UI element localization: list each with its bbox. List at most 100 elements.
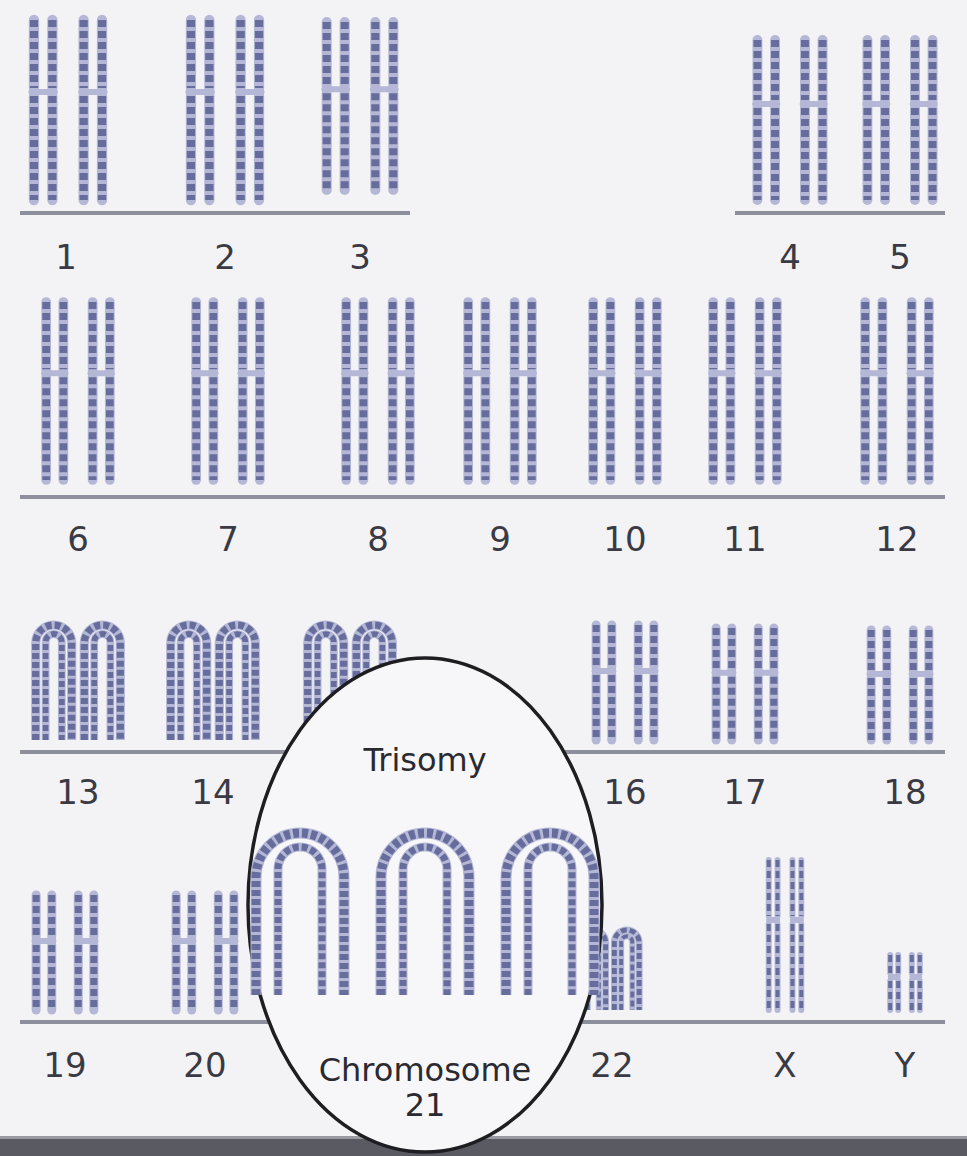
chromosome-number: 18 [883,775,926,809]
chromatid-bands [614,930,639,1010]
chromatid-base [789,924,795,1010]
chromatid-bands [239,302,247,369]
chromatid-bands [381,833,469,995]
centromere [752,101,780,107]
chromatid-base [254,96,264,200]
chromatid-base [867,678,876,740]
chromatid-bands [755,677,762,740]
chromatid-bands [342,377,350,480]
chromatid-bands [94,634,110,740]
chromatid-base [621,936,632,1010]
chromatid-bands [925,630,932,670]
chromatid-base [755,377,765,480]
chromatid-bands [910,630,917,670]
chromatid-bands [403,847,447,995]
chromatid-bands [910,678,917,740]
chromosome-number: 12 [875,522,918,556]
chromatid-bands [709,377,717,480]
chromosome-number: 17 [723,775,766,809]
chromatid-base [862,108,872,200]
chromatid-base [322,93,332,190]
chromatid-bands [464,302,472,369]
chromatid-bands [767,924,771,1010]
chromatid-bands [713,628,720,669]
chromatid-bands [608,675,615,740]
chromatid-base [909,678,918,740]
chromatid-base [754,628,763,669]
chromosome-number: 3 [349,240,371,274]
chromatid-base [818,108,828,200]
chromatid-bands [863,40,871,100]
chromatid-base [766,860,772,916]
chromatid-base [32,895,41,937]
chromatid-base [755,302,765,369]
chromatid-base [727,628,736,669]
chromatid-base [775,860,781,916]
chromatid-bands [255,20,263,88]
chromatid-base [322,22,332,85]
centromere [909,974,922,980]
chromatid-bands [896,981,900,1010]
chromatid-bands [506,833,594,995]
chromatid-bands [60,302,68,369]
chromatid-base [74,895,83,937]
chromosome-number: 10 [603,522,646,556]
chromatid-base [97,96,107,200]
chromatid-base [606,302,616,369]
chromatid-base [726,302,736,369]
chromatid-base [634,675,643,740]
chromatid-bands [42,377,50,480]
chromatid-bands [255,96,263,200]
chromatid-base [907,377,917,480]
chromatid-bands [799,860,803,916]
chromatid-base [341,377,351,480]
chromatid-base [46,634,62,740]
chromatid-base [917,955,923,973]
chromatid-bands [650,675,657,740]
chromatid-base [607,625,616,667]
chromatid-bands [48,895,55,937]
chromatid-base [481,377,491,480]
chromatid-base [878,377,888,480]
chromatid-base [895,981,901,1010]
chromatid-base [649,625,658,667]
chromatid-bands [863,108,871,200]
chromosome-number: 8 [367,522,389,556]
chromatid-base [255,302,265,369]
chromatid-bands [210,302,218,369]
chromatid-base [41,302,51,369]
chromosome-number: 5 [889,240,911,274]
chromatid-bands [925,377,933,480]
chromatid-bands [589,377,597,480]
chromatid-bands [236,96,244,200]
chromatid-base [32,945,41,1010]
chromatid-base [708,302,718,369]
chromatid-base [910,108,920,200]
chromatid-base [403,847,447,995]
chromatid-bands [323,93,331,190]
centromere [591,668,616,674]
chromatid-bands [84,625,120,740]
chromatid-bands [75,945,82,1010]
chromatid-base [775,924,781,1010]
chromatid-base [214,895,223,937]
chromatid-bands [911,108,919,200]
chromatid-bands [192,302,200,369]
chromatid-base [463,302,473,369]
chromatid-bands [881,108,889,200]
chromatid-base [712,628,721,669]
chromatid-bands [79,96,87,200]
chromatid-bands [888,955,892,973]
chromatid-base [527,377,537,480]
chromatid-base [882,630,891,670]
chromatid-base [89,895,98,937]
chromatid-bands [773,377,781,480]
chromatid-base [924,678,933,740]
chromatid-base [800,108,810,200]
callout-circle: TrisomyChromosome 21 [245,655,605,1155]
centromere [28,89,57,95]
chromatid-bands [771,108,779,200]
centromere [321,86,350,92]
chromatid-base [191,302,201,369]
chromatid-bands [236,20,244,88]
